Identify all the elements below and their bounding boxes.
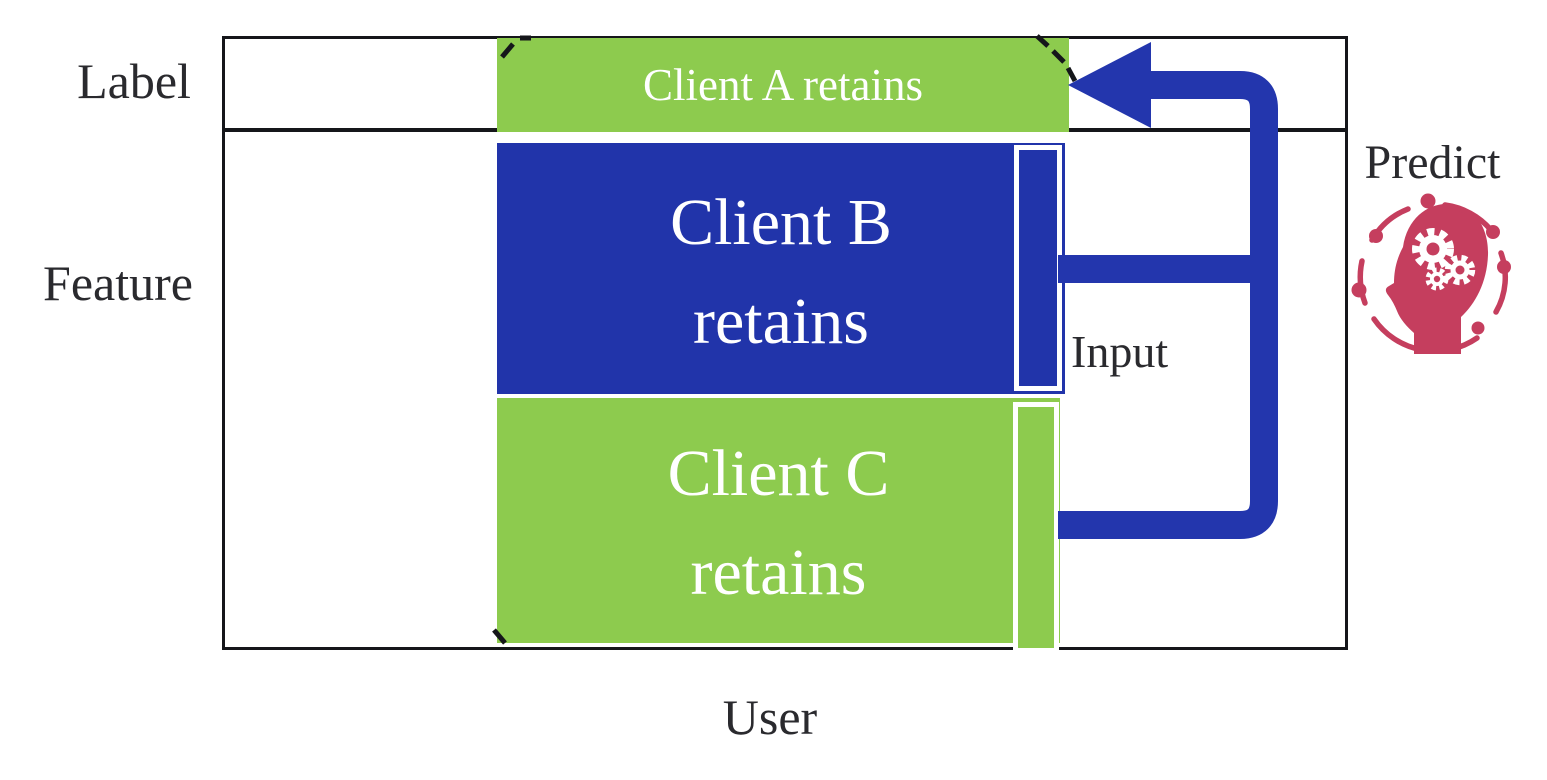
gear-large-icon <box>1412 228 1454 270</box>
input-strip-client-b <box>1014 145 1062 391</box>
orbit-dots <box>1351 193 1511 335</box>
gear-medium-icon <box>1444 254 1476 286</box>
client-c-box: Client C retains <box>497 398 1060 643</box>
head-silhouette <box>1385 204 1489 354</box>
gear-small-icon <box>1425 267 1449 291</box>
client-b-box: Client B retains <box>497 143 1065 394</box>
predict-label: Predict <box>1364 136 1501 189</box>
client-b-label-line1: Client B <box>670 185 892 259</box>
row-label-feature: Feature <box>43 255 193 311</box>
column-label-user: User <box>722 689 818 745</box>
orbit-arcs <box>1357 202 1508 354</box>
input-strip-client-c <box>1013 402 1059 653</box>
client-c-label-line2: retains <box>690 535 867 609</box>
client-b-label-line2: retains <box>693 284 869 358</box>
input-label: Input <box>1071 326 1169 377</box>
row-label-label: Label <box>77 53 191 109</box>
brain-gears-icon <box>1351 193 1511 354</box>
table-outline <box>222 36 1348 650</box>
client-c-label-line1: Client C <box>667 436 890 510</box>
client-a-box: Client A retains <box>497 38 1069 132</box>
client-a-label: Client A retains <box>643 60 923 110</box>
